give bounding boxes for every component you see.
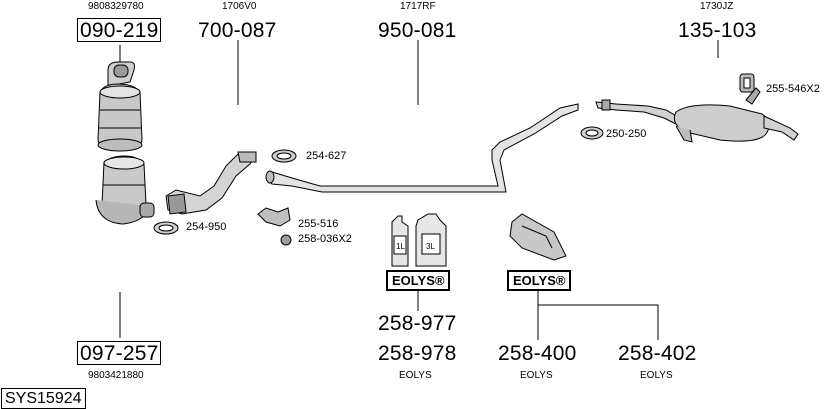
additive-bottle-3l-drawing bbox=[415, 213, 447, 267]
catalytic-converter-drawing bbox=[97, 61, 143, 152]
callout-250-250[interactable]: 250-250 bbox=[606, 128, 647, 140]
part-code-label: 9803421880 bbox=[88, 370, 144, 381]
callout-254-627[interactable]: 254-627 bbox=[306, 150, 347, 162]
part-number-950-081[interactable]: 950-081 bbox=[378, 19, 457, 42]
part-number-090-219[interactable]: 090-219 bbox=[77, 18, 162, 42]
eolys-code-label: EOLYS bbox=[640, 370, 673, 381]
front-pipe-drawing bbox=[165, 151, 257, 215]
part-number-700-087[interactable]: 700-087 bbox=[198, 19, 277, 42]
particle-filter-drawing bbox=[95, 155, 155, 225]
callout-255-516[interactable]: 255-516 bbox=[298, 218, 339, 230]
rear-silencer-drawing bbox=[595, 87, 799, 143]
eolys-code-label: EOLYS bbox=[520, 370, 553, 381]
part-code-label: 1706V0 bbox=[222, 1, 257, 12]
part-number-258-402[interactable]: 258-402 bbox=[618, 342, 697, 365]
bottle-1l-label: 1L bbox=[396, 242, 405, 251]
part-number-258-977[interactable]: 258-977 bbox=[378, 312, 457, 335]
clamp-254-627-drawing bbox=[271, 149, 297, 163]
leader-line bbox=[538, 304, 659, 340]
system-id-label: SYS15924 bbox=[1, 388, 86, 409]
clamp-250-250-drawing bbox=[580, 126, 604, 140]
part-number-258-400[interactable]: 258-400 bbox=[498, 342, 577, 365]
hanger-255-546-drawing bbox=[739, 73, 755, 93]
part-number-097-257[interactable]: 097-257 bbox=[77, 341, 162, 365]
bottle-3l-label: 3L bbox=[426, 242, 435, 251]
part-code-label: 9808329780 bbox=[88, 1, 144, 12]
part-number-135-103[interactable]: 135-103 bbox=[678, 19, 757, 42]
part-number-258-978[interactable]: 258-978 bbox=[378, 342, 457, 365]
part-code-label: 1717RF bbox=[400, 1, 436, 12]
eolys-code-label: EOLYS bbox=[399, 370, 432, 381]
hanger-255-516-drawing bbox=[257, 207, 292, 246]
clamp-254-950-drawing bbox=[153, 221, 179, 235]
eolys-logo-2: EOLYS® bbox=[507, 270, 572, 292]
callout-258-036x2[interactable]: 258-036X2 bbox=[298, 233, 352, 245]
additive-bottle-1l-drawing bbox=[391, 215, 409, 267]
eolys-logo-1: EOLYS® bbox=[386, 270, 451, 292]
middle-pipe-drawing bbox=[265, 103, 579, 193]
part-code-label: 1730JZ bbox=[700, 1, 734, 12]
callout-255-546x2[interactable]: 255-546X2 bbox=[766, 83, 820, 95]
callout-254-950[interactable]: 254-950 bbox=[186, 221, 227, 233]
additive-bag-drawing bbox=[509, 213, 567, 261]
